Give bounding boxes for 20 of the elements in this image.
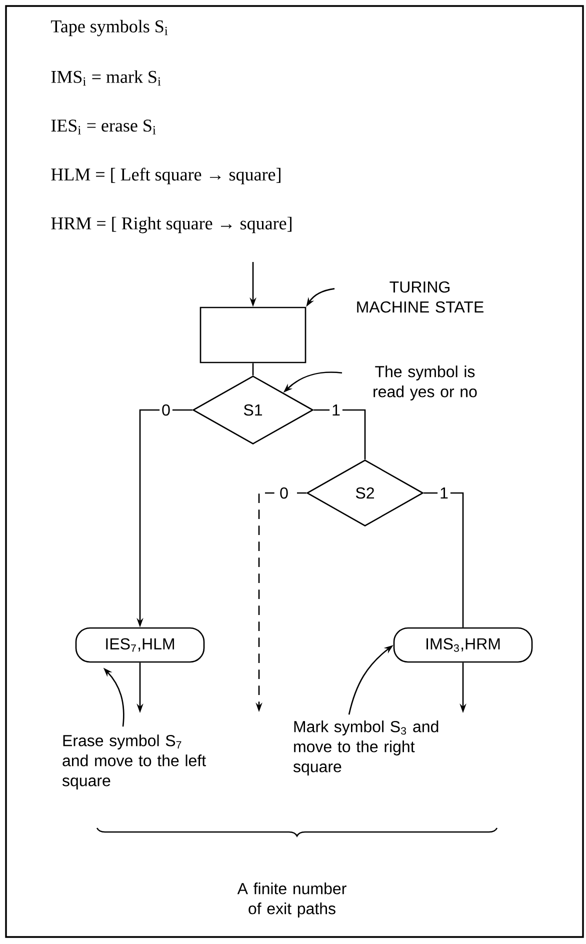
annotation-text: TURING MACHINE STATE bbox=[357, 281, 484, 313]
edge-label: 1 bbox=[330, 402, 342, 418]
edge-label: 1 bbox=[438, 486, 450, 500]
annotation-text: Mark symbol S$_{3}$ and move to the right square bbox=[293, 720, 438, 776]
definition-text: IMS$_{i}$ = mark S$_{i}$ bbox=[51, 70, 161, 86]
connector-line bbox=[314, 409, 366, 460]
annotation-text: The symbol is read yes or no bbox=[374, 366, 477, 400]
definition-text: IES$_{i}$ = erase S$_{i}$ bbox=[51, 120, 156, 134]
definition-text: HRM = [ Right square → square] bbox=[51, 216, 292, 234]
caption-text: A finite number of exit paths bbox=[237, 882, 346, 918]
edge-label: 0 bbox=[278, 485, 290, 501]
state-box bbox=[200, 306, 306, 364]
edge-label: 0 bbox=[160, 402, 172, 418]
action-box: IMS$_{3}$,HRM bbox=[393, 627, 533, 663]
definition-text: HLM = [ Left square → square] bbox=[51, 168, 280, 184]
annotation-text: Erase symbol S$_{7}$ and move to the left square bbox=[62, 734, 206, 790]
connector-line bbox=[424, 492, 464, 628]
connector-line bbox=[252, 363, 254, 376]
definition-text: Tape symbols S$_{i}$ bbox=[51, 20, 168, 36]
action-box: IES$_{7}$,HLM bbox=[75, 627, 205, 663]
